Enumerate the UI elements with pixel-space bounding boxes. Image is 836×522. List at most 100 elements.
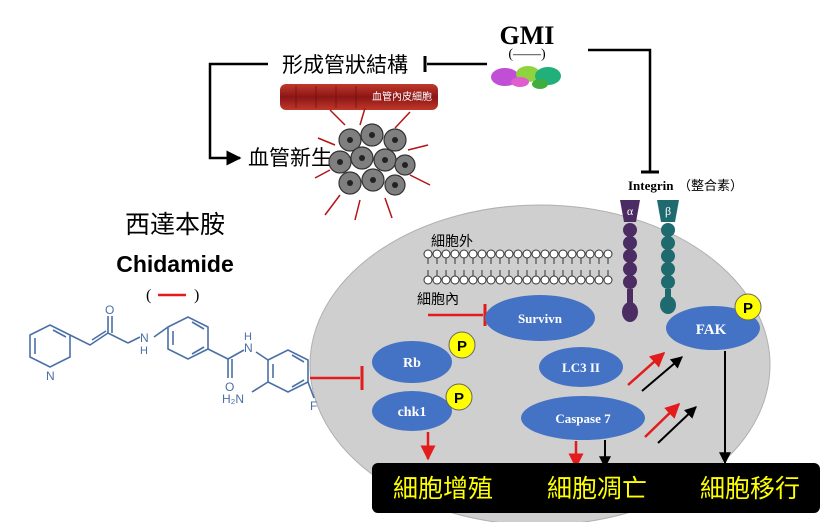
lipid-head	[540, 249, 550, 259]
chk1-phospho-badge	[445, 383, 473, 411]
lipid-head	[558, 275, 568, 285]
lipid-head	[585, 275, 595, 285]
intracellular-label: 細胞內	[417, 292, 459, 308]
lc3-node	[539, 347, 623, 387]
lipid-head	[513, 275, 523, 285]
lipid-head	[468, 249, 478, 259]
extracellular-label: 細胞外	[431, 234, 473, 250]
lipid-head	[603, 249, 613, 259]
rb-phospho-badge	[448, 331, 476, 359]
gmi-inhibit-sign: (——)	[508, 47, 546, 62]
caspase-up-red-arrow	[644, 402, 681, 438]
neovascularization-label: 血管新生	[248, 146, 332, 170]
integrin-label-cn: （整合素）	[678, 178, 743, 193]
atom-h-amide: H	[140, 345, 148, 357]
gmi-to-integrin-line	[588, 48, 652, 172]
lipid-head	[441, 275, 451, 285]
lipid-head	[432, 249, 442, 259]
lipid-head	[567, 275, 577, 285]
fak-label: FAK	[696, 322, 727, 338]
outcome-proliferation: 細胞增殖	[393, 475, 493, 503]
lipid-head	[522, 275, 532, 285]
lipid-head	[441, 249, 451, 259]
atom-f: F	[310, 399, 317, 413]
lipid-head	[603, 275, 613, 285]
lipid-head	[477, 275, 487, 285]
lipid-head	[432, 275, 442, 285]
lipid-head	[450, 249, 460, 259]
integrin-label: Integrin	[628, 178, 674, 193]
chidamide-name-en: Chidamide	[116, 251, 234, 277]
lipid-head	[531, 249, 541, 259]
atom-nh2: H₂N	[222, 392, 244, 406]
fak-phospho-badge	[734, 293, 762, 321]
integrin-beta-subunit	[657, 200, 679, 314]
lipid-head	[567, 249, 577, 259]
lipid-head	[459, 275, 469, 285]
lipid-head	[549, 249, 559, 259]
chk1-phospho-label: P	[454, 390, 464, 407]
chidamide-structure	[29, 316, 315, 399]
chidamide-name-cn: 西達本胺	[125, 211, 225, 239]
lipid-head	[423, 275, 433, 285]
lc3-up-red-arrow	[627, 352, 666, 386]
rb-label: Rb	[403, 356, 421, 371]
gmi-title: GMI	[500, 21, 555, 50]
rb-phospho-label: P	[457, 338, 467, 355]
tube-to-neo-arrow	[208, 62, 268, 166]
lipid-head	[423, 249, 433, 259]
chidamide-sign-close: )	[194, 287, 199, 304]
atom-n-pyridine: N	[46, 369, 55, 383]
atom-n-amide-2: N	[244, 341, 253, 355]
integrin-alpha-label: α	[627, 204, 634, 218]
atom-o-carbonyl: O	[225, 380, 234, 394]
caspase7-node	[521, 396, 645, 440]
cell-membrane	[423, 249, 613, 285]
tube-formation-label: 形成管狀結構	[282, 53, 408, 77]
lipid-head	[576, 275, 586, 285]
rb-node	[372, 341, 452, 383]
chk1-label: chk1	[398, 405, 427, 420]
outcome-migration: 細胞移行	[700, 475, 800, 503]
lipid-head	[522, 249, 532, 259]
lipid-head	[450, 275, 460, 285]
caspase7-label: Caspase 7	[555, 411, 611, 426]
integrin-alpha-subunit	[620, 200, 640, 322]
chk1-node	[372, 391, 452, 431]
blood-vessel-cells	[295, 86, 357, 108]
lipid-head	[540, 275, 550, 285]
lipid-head	[486, 275, 496, 285]
lc3-up-black-arrow	[641, 356, 683, 392]
blood-vessel-image	[280, 84, 438, 110]
lc3-label: LC3 II	[562, 360, 600, 375]
lipid-head	[594, 249, 604, 259]
lipid-head	[576, 249, 586, 259]
gmi-protein-image	[491, 66, 561, 89]
atom-h-amide-2: H	[244, 331, 252, 343]
lipid-head	[495, 275, 505, 285]
lipid-head	[513, 249, 523, 259]
lipid-head	[486, 249, 496, 259]
caspase-up-black-arrow	[657, 406, 697, 444]
lipid-head	[585, 249, 595, 259]
lipid-head	[459, 249, 469, 259]
chidamide-sign-open: (	[146, 287, 151, 304]
lipid-head	[495, 249, 505, 259]
survivin-label: Survivn	[518, 311, 563, 326]
lipid-head	[504, 249, 514, 259]
fak-node	[666, 306, 760, 350]
lipid-head	[558, 249, 568, 259]
outcome-apoptosis: 細胞凋亡	[547, 475, 647, 503]
atom-n-amide: N	[140, 331, 149, 345]
lipid-head	[477, 249, 487, 259]
lipid-head	[531, 275, 541, 285]
lipid-head	[504, 275, 514, 285]
chidamide-atoms: N O N H N H O H₂N F	[46, 303, 317, 413]
survivin-node	[485, 295, 595, 341]
tumor-capillary-image	[314, 107, 431, 221]
endothelial-label: 血管內皮細胞	[372, 90, 432, 103]
lipid-head	[549, 275, 559, 285]
outcome-bar	[372, 463, 820, 513]
lipid-head	[594, 275, 604, 285]
